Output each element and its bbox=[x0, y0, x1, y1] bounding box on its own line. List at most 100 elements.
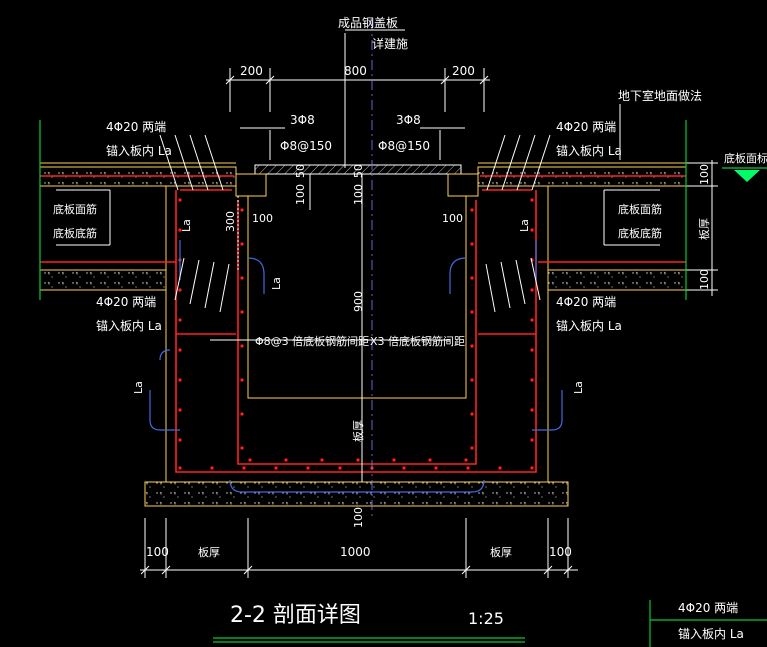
rebar-dot bbox=[240, 242, 244, 246]
dim-bottom-left100: 100 bbox=[146, 545, 169, 559]
rebar-dot bbox=[178, 288, 182, 292]
rebar-dot bbox=[470, 310, 474, 314]
rebar-left-anchor: 锚入板内 La bbox=[106, 143, 172, 158]
rebar-dot bbox=[178, 198, 182, 202]
dim-inner-100a: 100 bbox=[252, 212, 273, 225]
dim-bottom-left-thick: 板厚 bbox=[198, 545, 220, 559]
side-dim-bot100: 100 bbox=[698, 269, 711, 290]
rebar-right-main: 4Φ20 两端 bbox=[556, 120, 616, 134]
rebar-dot bbox=[530, 228, 534, 232]
slab-bottom-left-label: 底板底筋 bbox=[53, 226, 97, 240]
rebar-dot bbox=[530, 198, 534, 202]
rebar-dot bbox=[240, 344, 244, 348]
dim-900: 900 bbox=[352, 291, 365, 312]
drawing-title: 2-2 剖面详图 bbox=[230, 603, 361, 628]
slab-top-right-label: 底板面筋 bbox=[618, 202, 662, 216]
dim-bottom-right100: 100 bbox=[549, 545, 572, 559]
rebar-dot bbox=[178, 408, 182, 412]
rebar-dot bbox=[402, 466, 406, 470]
slab-top-left-label: 底板面筋 bbox=[53, 202, 97, 216]
rebar-right-lower-anchor: 锚入板内 La bbox=[556, 318, 622, 333]
bottom-rebar-note: Φ8@3 倍底板钢筋间距 bbox=[255, 334, 369, 348]
corner-bars bbox=[159, 134, 551, 313]
rebar-left-lower-anchor: 锚入板内 La bbox=[96, 318, 162, 333]
rebar-dot bbox=[530, 348, 534, 352]
rebar-dot bbox=[392, 458, 396, 462]
rebar-dot bbox=[470, 446, 474, 450]
bottom-slab-left bbox=[39, 269, 167, 291]
dim-100c: 100 bbox=[294, 184, 307, 205]
dim-inner-100b: 100 bbox=[442, 212, 463, 225]
dim-100d: 100 bbox=[352, 184, 365, 205]
rebar-dot bbox=[284, 458, 288, 462]
rebar-dot bbox=[470, 208, 474, 212]
side-level-label: 底板面标高 bbox=[724, 151, 767, 165]
rebar-dot bbox=[470, 242, 474, 246]
rebar-dot bbox=[178, 438, 182, 442]
detail-ref-label: 详建施 bbox=[372, 36, 408, 51]
rebar-dot bbox=[242, 466, 246, 470]
dim-50b: 50 bbox=[352, 164, 365, 178]
la-left-3: La bbox=[132, 381, 145, 394]
rebar-left-main: 4Φ20 两端 bbox=[106, 120, 166, 134]
legend-anchor: 锚入板内 La bbox=[678, 626, 744, 641]
dim-50a: 50 bbox=[294, 164, 307, 178]
rebar-dot bbox=[530, 378, 534, 382]
bottom-rebar-note2: X3 倍底板钢筋间距 bbox=[370, 334, 465, 348]
dimension-lines bbox=[140, 68, 718, 578]
rebar-dot bbox=[428, 458, 432, 462]
rebar-right-anchor: 锚入板内 La bbox=[556, 143, 622, 158]
dim-thick: 板厚 bbox=[351, 420, 365, 442]
rebar-right-top-count: 3Φ8 bbox=[396, 113, 421, 127]
dim-base-100: 100 bbox=[352, 507, 365, 528]
rebar-dot bbox=[320, 458, 324, 462]
rebar-dot bbox=[240, 378, 244, 382]
rebar-dot bbox=[306, 466, 310, 470]
leader-lines bbox=[210, 29, 621, 341]
trench-outer-outline bbox=[165, 290, 549, 483]
dim-top-center: 800 bbox=[344, 64, 367, 78]
rebar-dots bbox=[178, 198, 534, 470]
rebar-dot bbox=[530, 318, 534, 322]
dim-bottom-center: 1000 bbox=[340, 545, 371, 559]
rebar-dot bbox=[178, 378, 182, 382]
rebar-dot bbox=[210, 466, 214, 470]
rebar-lines bbox=[40, 175, 686, 473]
rebar-dot bbox=[240, 208, 244, 212]
la-right-1: La bbox=[518, 219, 531, 232]
rebar-dot bbox=[470, 412, 474, 416]
rebar-dot bbox=[470, 378, 474, 382]
dim-300: 300 bbox=[224, 211, 237, 232]
floor-finish-label: 地下室地面做法 bbox=[618, 88, 702, 103]
rebar-left-stirrup: Φ8@150 bbox=[280, 139, 332, 153]
rebar-dot bbox=[530, 288, 534, 292]
frame-lines bbox=[39, 120, 767, 647]
rebar-dot bbox=[530, 408, 534, 412]
rebar-dot bbox=[338, 466, 342, 470]
legend-main: 4Φ20 两端 bbox=[678, 601, 738, 615]
dim-top-right: 200 bbox=[452, 64, 475, 78]
bottom-slab-right bbox=[547, 269, 687, 291]
rebar-dot bbox=[530, 466, 534, 470]
rebar-dot bbox=[434, 466, 438, 470]
rebar-dot bbox=[240, 310, 244, 314]
rebar-right-stirrup: Φ8@150 bbox=[378, 139, 430, 153]
side-dim-top100: 100 bbox=[698, 164, 711, 185]
la-right-2: La bbox=[572, 381, 585, 394]
rebar-dot bbox=[178, 318, 182, 322]
rebar-dot bbox=[466, 466, 470, 470]
rebar-dot bbox=[240, 276, 244, 280]
rebar-dot bbox=[356, 458, 360, 462]
drawing-scale: 1:25 bbox=[468, 609, 504, 628]
rebar-left-lower-main: 4Φ20 两端 bbox=[96, 295, 156, 309]
cover-plate-label: 成品钢盖板 bbox=[338, 16, 398, 30]
rebar-dot bbox=[470, 344, 474, 348]
rebar-dot bbox=[178, 466, 182, 470]
la-left-1: La bbox=[180, 219, 193, 232]
side-dim-thick: 板厚 bbox=[697, 218, 711, 240]
rebar-dot bbox=[470, 276, 474, 280]
level-marker-icon bbox=[734, 170, 760, 182]
steel-cover-plate bbox=[254, 164, 462, 175]
rebar-dot bbox=[530, 438, 534, 442]
